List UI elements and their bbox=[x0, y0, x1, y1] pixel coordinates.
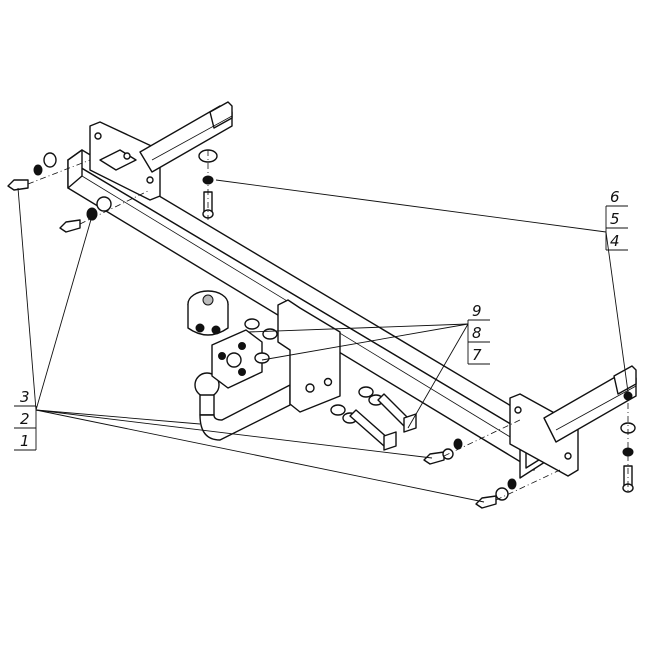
callout-label: 4 bbox=[610, 232, 620, 250]
callout-label: 8 bbox=[472, 324, 482, 342]
long-bolts bbox=[349, 393, 417, 451]
callout-label: 7 bbox=[472, 346, 482, 364]
callout-label: 1 bbox=[20, 432, 30, 450]
callout-label: 9 bbox=[472, 302, 482, 320]
callout-label: 5 bbox=[610, 210, 620, 228]
callouts-left: 3 2 1 bbox=[20, 388, 30, 450]
left-mounting-bracket bbox=[89, 101, 233, 201]
center-lines bbox=[27, 150, 629, 501]
tow-ball-assembly bbox=[194, 299, 341, 441]
leader-lines bbox=[14, 179, 629, 503]
right-fasteners bbox=[620, 391, 636, 493]
callout-label: 2 bbox=[20, 410, 30, 428]
callouts-right-top: 6 5 4 bbox=[610, 188, 620, 250]
electrical-socket bbox=[187, 290, 229, 336]
callouts-center: 9 8 7 bbox=[472, 302, 482, 364]
right-mounting-bracket bbox=[509, 365, 637, 477]
callout-label: 6 bbox=[610, 188, 620, 206]
center-washers bbox=[244, 318, 384, 424]
left-fasteners bbox=[7, 152, 112, 233]
bottom-fasteners bbox=[423, 438, 517, 509]
callout-label: 3 bbox=[20, 388, 30, 406]
